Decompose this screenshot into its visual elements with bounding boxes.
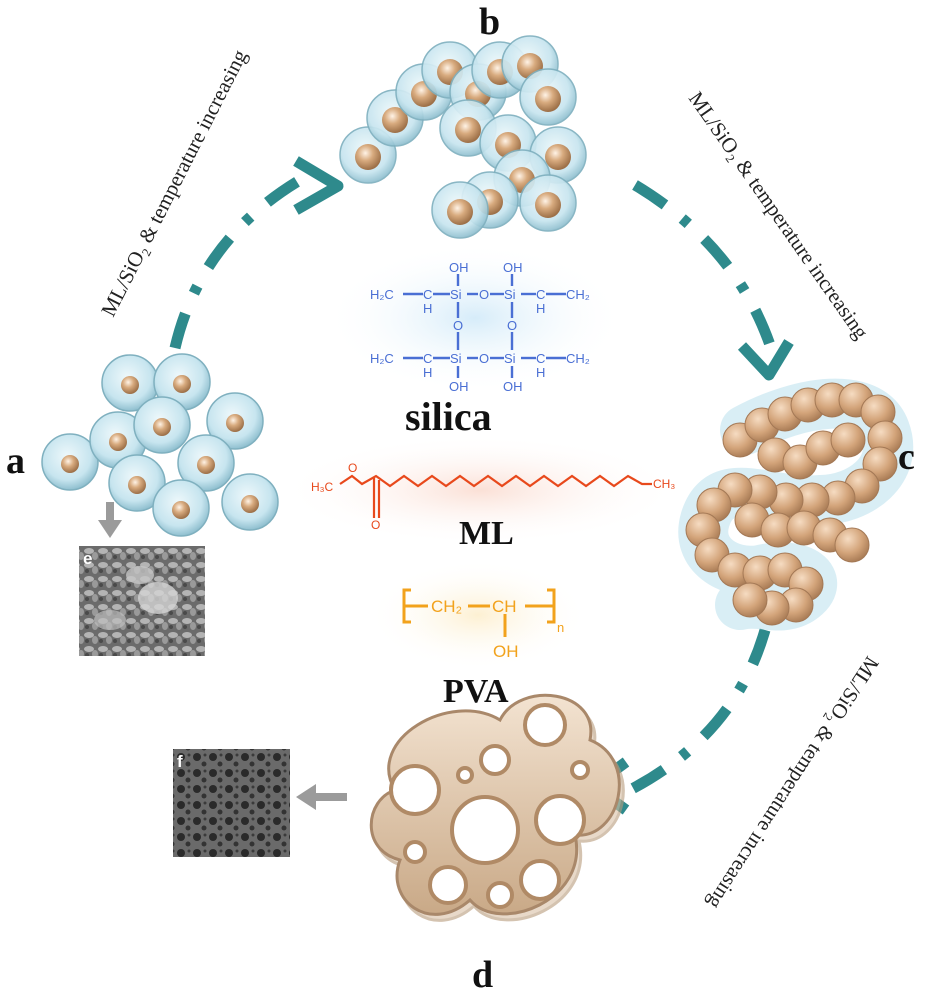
silica-h: H [423,301,432,316]
gray-arrow-d-to-f [296,784,347,810]
pva-n: n [557,620,564,635]
panel-label-c: c [898,436,915,478]
arrow-c-to-d [627,628,771,795]
panel-b-sphere-chain [339,35,587,239]
panel-label-b: b [479,1,501,43]
silica-h: H [536,301,545,316]
arrowhead-b-to-c [737,339,794,381]
silica-oh: OH [449,260,469,275]
arrow-text-a-to-b: ML/SiO₂ & temperature increasing [96,45,252,320]
silica-oh: OH [503,379,523,394]
silica-si: Si [504,351,516,366]
silica-c: C [423,351,432,366]
silica-c: C [536,287,545,302]
silica-structure: OH OH H₂C C H Si O Si C H CH₂ O O H₂C C … [370,260,590,394]
silica-oh: OH [503,260,523,275]
arrowhead-a-to-b [293,156,344,215]
panel-label-d: d [472,954,494,996]
pva-ch: CH [492,597,517,616]
silica-si: Si [450,287,462,302]
ml-structure: H₃C O O CH₃ [311,461,675,532]
arrow-text-b-to-c: ML/SiO₂ & temperature increasing [684,87,874,344]
silica-si: Si [504,287,516,302]
arrow-a-to-b [169,175,303,350]
silica-o: O [453,318,463,333]
sphere [41,353,279,537]
silica-oh: OH [449,379,469,394]
ml-o-carbonyl: O [371,518,380,532]
silica-c: C [536,351,545,366]
silica-h: H [423,365,432,380]
pva-title: PVA [443,673,509,710]
sem-label-f: f [177,752,183,771]
silica-o: O [479,351,489,366]
silica-glow [325,243,625,393]
gray-arrow-a-to-e [98,502,122,538]
silica-ch2: CH₂ [566,287,590,302]
silica-title: silica [405,394,492,439]
pva-oh: OH [493,642,519,661]
ml-ch3: CH₃ [653,477,675,491]
pva-glow [368,560,588,670]
silica-ch2: CH₂ [566,351,590,366]
panel-d-porous-foam [369,693,625,922]
panel-label-a: a [6,440,25,482]
sem-image-e [79,546,205,656]
pva-structure: CH₂ CH OH n [402,588,564,661]
silica-h2c: H₂C [370,287,394,302]
sem-image-f [173,749,290,857]
pva-ch2: CH₂ [431,597,462,616]
silica-si: Si [450,351,462,366]
silica-h2c: H₂C [370,351,394,366]
panel-a-core-shell-spheres [41,353,279,537]
arrow-b-to-c [632,180,776,347]
silica-c: C [423,287,432,302]
silica-o: O [507,318,517,333]
panel-c-bead-chain [678,378,914,631]
ml-o-ether: O [348,461,357,475]
silica-o: O [479,287,489,302]
ml-h3c: H₃C [311,480,334,494]
arrow-text-c-to-d: ML/SiO₂ & temperature increasing [702,652,884,914]
ml-title: ML [459,515,514,552]
sem-label-e: e [83,549,93,568]
ml-backbone [339,474,652,488]
silica-h: H [536,365,545,380]
